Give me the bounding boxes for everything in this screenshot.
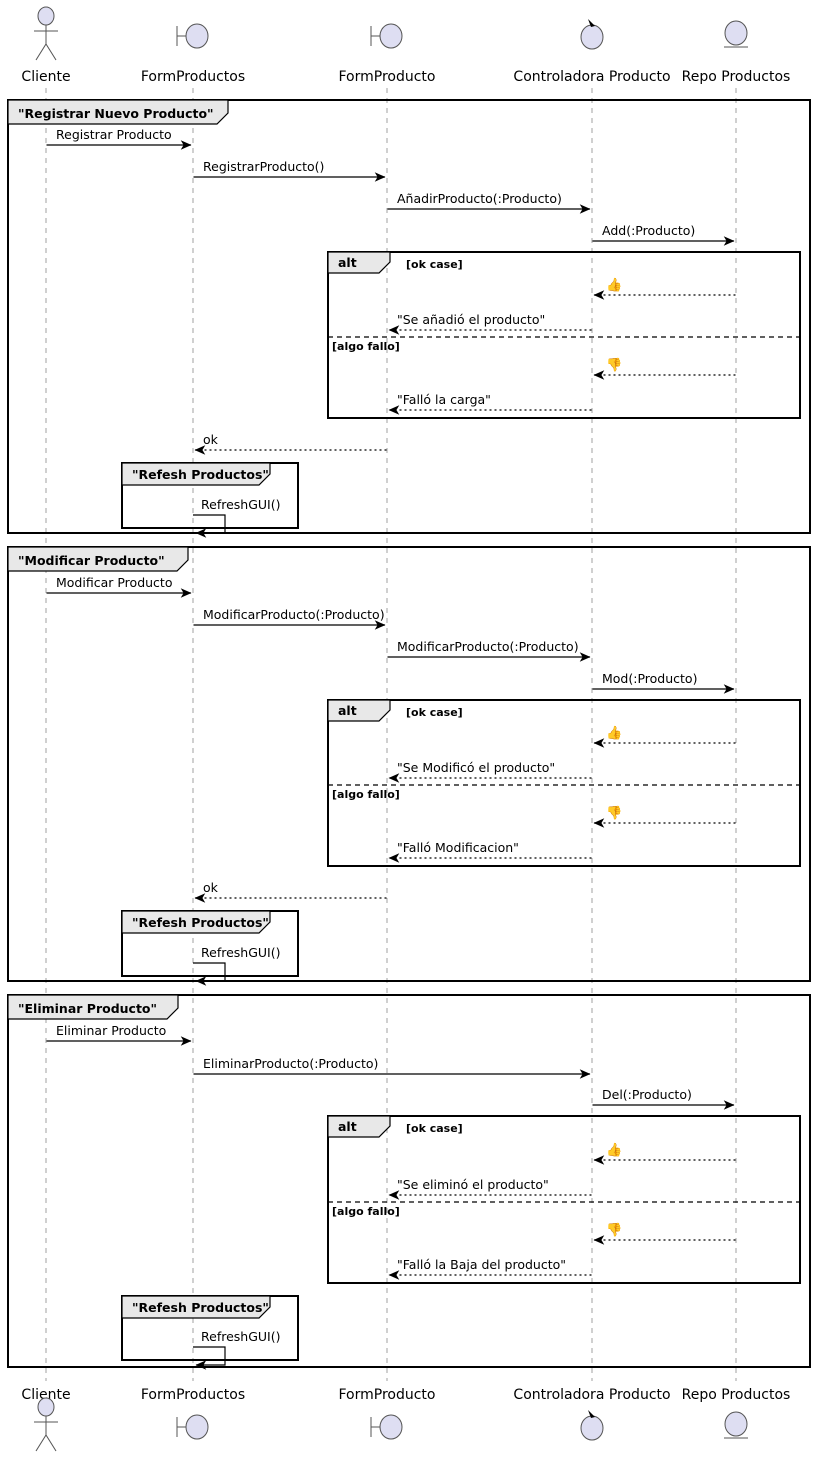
control-icon bbox=[588, 19, 595, 27]
fragment-2-tab bbox=[7, 546, 189, 572]
fragment-1-alt-guard-1: [ok case] bbox=[406, 258, 463, 271]
fragment-3-refresh-self-label: RefreshGUI() bbox=[201, 1329, 280, 1344]
actor-icon bbox=[37, 6, 55, 26]
fragment-3-alt-branch1-message-1-emoji-label: 👍 bbox=[606, 1142, 622, 1158]
fragment-1-message-3-label: AñadirProducto(:Producto) bbox=[397, 191, 562, 206]
fragment-3-refresh-title: "Refesh Productos" bbox=[132, 1300, 269, 1315]
fragment-2-return-message-1-label: ok bbox=[203, 880, 219, 895]
fragment-2-alt-frame bbox=[327, 699, 801, 867]
boundary-icon bbox=[379, 23, 403, 49]
fragment-3-message-3-label: Del(:Producto) bbox=[602, 1087, 692, 1102]
fragment-2-message-2-label: ModificarProducto(:Producto) bbox=[203, 607, 385, 622]
fragment-2-refresh-tab bbox=[121, 910, 271, 934]
fragment-3-alt-branch1-message-2-label: "Se eliminó el producto" bbox=[397, 1177, 549, 1192]
fragment-2-alt-branch1-message-1-emoji-label: 👍 bbox=[606, 725, 622, 741]
fragment-3-alt-guard-1: [ok case] bbox=[406, 1122, 463, 1135]
actor-icon bbox=[45, 43, 57, 61]
fragment-1-alt-guard-2: [algo fallo] bbox=[332, 340, 400, 353]
participant-footer-label-formproducto: FormProducto bbox=[339, 1387, 436, 1403]
fragment-1-refresh-title: "Refesh Productos" bbox=[132, 467, 269, 482]
control-icon bbox=[580, 24, 604, 50]
fragment-1-title: "Registrar Nuevo Producto" bbox=[18, 106, 214, 121]
actor-icon bbox=[35, 43, 47, 61]
fragment-2-refresh-self-label: RefreshGUI() bbox=[201, 945, 280, 960]
fragment-1-alt-branch1-message-2-label: "Se añadió el producto" bbox=[397, 312, 545, 327]
fragment-2-message-3-label: ModificarProducto(:Producto) bbox=[397, 639, 579, 654]
fragment-2-alt-branch2-message-2-label: "Falló Modificacion" bbox=[397, 840, 519, 855]
fragment-1-alt-title: alt bbox=[338, 255, 357, 270]
fragment-3-refresh-self-loop bbox=[193, 1346, 226, 1370]
fragment-1-alt-frame bbox=[327, 251, 801, 419]
fragment-3-tab bbox=[7, 994, 179, 1020]
participant-footer-label-repo-productos: Repo Productos bbox=[682, 1387, 791, 1403]
fragment-2-message-4-label: Mod(:Producto) bbox=[602, 671, 697, 686]
fragment-3-frame bbox=[7, 994, 811, 1368]
fragment-2-alt-branch2-message-1-emoji-label: 👎 bbox=[606, 805, 622, 821]
participant-footer-label-cliente: Cliente bbox=[21, 1387, 70, 1403]
entity-icon bbox=[724, 1411, 748, 1437]
participant-label-formproductos: FormProductos bbox=[141, 69, 245, 85]
boundary-icon bbox=[185, 1414, 209, 1440]
participant-label-cliente: Cliente bbox=[21, 69, 70, 85]
control-icon bbox=[580, 1415, 604, 1441]
boundary-icon bbox=[379, 1414, 403, 1440]
fragment-1-alt-branch1-message-1-emoji-label: 👍 bbox=[606, 277, 622, 293]
fragment-2-alt-guard-2: [algo fallo] bbox=[332, 788, 400, 801]
entity-icon bbox=[724, 20, 748, 46]
fragment-1-refresh-self-label: RefreshGUI() bbox=[201, 497, 280, 512]
fragment-1-frame bbox=[7, 99, 811, 534]
fragment-2-alt-guard-1: [ok case] bbox=[406, 706, 463, 719]
fragment-3-message-1-label: Eliminar Producto bbox=[56, 1023, 166, 1038]
fragment-1-alt-branch2-message-1-emoji-label: 👎 bbox=[606, 357, 622, 373]
fragment-1-refresh-tab bbox=[121, 462, 271, 486]
fragment-1-refresh-self-loop bbox=[193, 514, 226, 538]
fragment-2-title: "Modificar Producto" bbox=[18, 553, 165, 568]
fragment-1-tab bbox=[7, 99, 229, 125]
participant-footer-label-formproductos: FormProductos bbox=[141, 1387, 245, 1403]
fragment-3-alt-frame bbox=[327, 1115, 801, 1284]
fragment-1-message-4-label: Add(:Producto) bbox=[602, 223, 695, 238]
fragment-2-alt-branch1-message-2-label: "Se Modificó el producto" bbox=[397, 760, 555, 775]
fragment-2-refresh-self-loop bbox=[193, 962, 226, 986]
fragment-1-alt-branch2-message-2-label: "Falló la carga" bbox=[397, 392, 491, 407]
fragment-3-alt-branch2-message-1-emoji-label: 👎 bbox=[606, 1222, 622, 1238]
participant-footer-label-controladora-producto: Controladora Producto bbox=[513, 1387, 670, 1403]
fragment-3-alt-guard-2: [algo fallo] bbox=[332, 1205, 400, 1218]
fragment-3-title: "Eliminar Producto" bbox=[18, 1001, 157, 1016]
actor-icon bbox=[45, 1434, 57, 1452]
control-icon bbox=[588, 1410, 595, 1418]
fragment-3-alt-tab bbox=[327, 1115, 391, 1138]
fragment-3-alt-branch2-message-2-label: "Falló la Baja del producto" bbox=[397, 1257, 566, 1272]
fragment-2-alt-tab bbox=[327, 699, 391, 722]
fragment-2-frame bbox=[7, 546, 811, 982]
actor-icon bbox=[37, 1397, 55, 1417]
fragment-2-alt-title: alt bbox=[338, 703, 357, 718]
boundary-icon bbox=[185, 23, 209, 49]
participant-label-controladora-producto: Controladora Producto bbox=[513, 69, 670, 85]
fragment-2-refresh-title: "Refesh Productos" bbox=[132, 915, 269, 930]
fragment-2-message-1-label: Modificar Producto bbox=[56, 575, 172, 590]
participant-label-formproducto: FormProducto bbox=[339, 69, 436, 85]
fragment-1-return-message-1-label: ok bbox=[203, 432, 219, 447]
fragment-1-message-1-label: Registrar Producto bbox=[56, 127, 172, 142]
fragment-1-alt-tab bbox=[327, 251, 391, 274]
actor-icon bbox=[35, 1434, 47, 1452]
fragment-3-alt-title: alt bbox=[338, 1119, 357, 1134]
fragment-1-message-2-label: RegistrarProducto() bbox=[203, 159, 324, 174]
participant-label-repo-productos: Repo Productos bbox=[682, 69, 791, 85]
fragment-3-refresh-tab bbox=[121, 1295, 271, 1319]
fragment-3-message-2-label: EliminarProducto(:Producto) bbox=[203, 1056, 378, 1071]
